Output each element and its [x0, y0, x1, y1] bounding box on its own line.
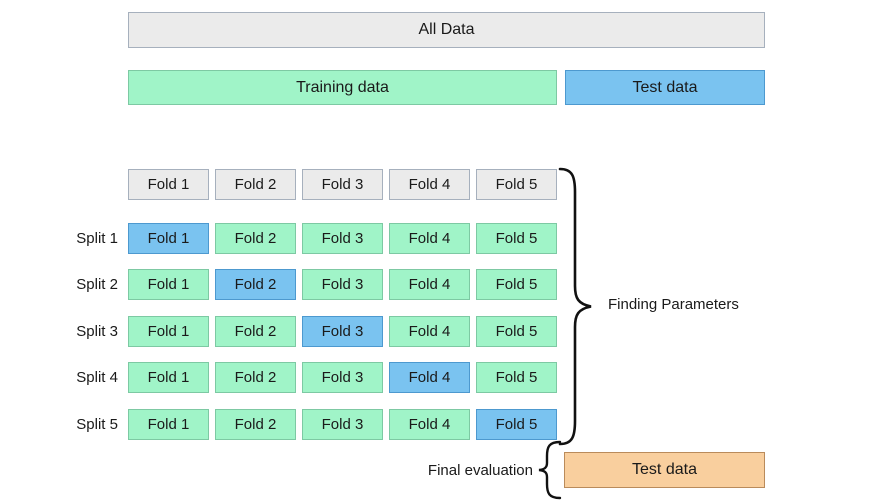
split1-fold1-test-cell: Fold 1 — [128, 223, 209, 254]
split-5-label: Split 5 — [76, 416, 118, 433]
fold-header-1: Fold 1 — [128, 169, 209, 200]
split3-fold2-train-cell: Fold 2 — [215, 316, 296, 347]
split3-fold4-train-cell: Fold 4 — [389, 316, 470, 347]
fold-cell-label: Fold 5 — [495, 323, 538, 340]
fold-cell-label: Fold 2 — [234, 369, 277, 386]
split5-fold4-train-cell: Fold 4 — [389, 409, 470, 440]
fold-cell-label: Fold 3 — [321, 276, 364, 293]
fold-cell-label: Fold 2 — [234, 276, 277, 293]
fold-cell-label: Fold 4 — [408, 230, 451, 247]
split4-fold3-train-cell: Fold 3 — [302, 362, 383, 393]
split4-fold5-train-cell: Fold 5 — [476, 362, 557, 393]
fold-cell-label: Fold 1 — [147, 369, 190, 386]
fold-cell-label: Fold 3 — [321, 230, 364, 247]
split-1-label: Split 1 — [76, 230, 118, 247]
split5-fold3-train-cell: Fold 3 — [302, 409, 383, 440]
fold-cell-label: Fold 1 — [147, 230, 190, 247]
fold-cell-label: Fold 1 — [147, 276, 190, 293]
split-2-label: Split 2 — [76, 276, 118, 293]
finding-parameters-label: Finding Parameters — [608, 296, 739, 313]
fold-header-label: Fold 2 — [234, 176, 277, 193]
split1-fold5-train-cell: Fold 5 — [476, 223, 557, 254]
split3-fold3-test-cell: Fold 3 — [302, 316, 383, 347]
training-data-bar: Training data — [128, 70, 557, 105]
split3-fold1-train-cell: Fold 1 — [128, 316, 209, 347]
fold-header-label: Fold 5 — [495, 176, 538, 193]
split5-fold5-test-cell: Fold 5 — [476, 409, 557, 440]
final-evaluation-label: Final evaluation — [427, 462, 533, 479]
fold-header-2: Fold 2 — [215, 169, 296, 200]
final-evaluation-brace — [538, 440, 562, 500]
fold-header-3: Fold 3 — [302, 169, 383, 200]
fold-cell-label: Fold 5 — [495, 276, 538, 293]
fold-cell-label: Fold 5 — [495, 416, 538, 433]
fold-cell-label: Fold 1 — [147, 323, 190, 340]
split2-fold4-train-cell: Fold 4 — [389, 269, 470, 300]
all-data-bar: All Data — [128, 12, 765, 48]
split2-fold2-test-cell: Fold 2 — [215, 269, 296, 300]
split1-fold4-train-cell: Fold 4 — [389, 223, 470, 254]
split4-fold4-test-cell: Fold 4 — [389, 362, 470, 393]
fold-header-label: Fold 1 — [147, 176, 190, 193]
split1-fold2-train-cell: Fold 2 — [215, 223, 296, 254]
split2-fold1-train-cell: Fold 1 — [128, 269, 209, 300]
training-data-label: Training data — [296, 78, 389, 96]
fold-cell-label: Fold 5 — [495, 230, 538, 247]
fold-header-4: Fold 4 — [389, 169, 470, 200]
split4-fold1-train-cell: Fold 1 — [128, 362, 209, 393]
fold-cell-label: Fold 4 — [408, 416, 451, 433]
fold-cell-label: Fold 2 — [234, 230, 277, 247]
fold-cell-label: Fold 3 — [321, 323, 364, 340]
fold-cell-label: Fold 4 — [408, 323, 451, 340]
fold-cell-label: Fold 4 — [408, 276, 451, 293]
test-data-bar: Test data — [565, 70, 765, 105]
split1-fold3-train-cell: Fold 3 — [302, 223, 383, 254]
fold-cell-label: Fold 3 — [321, 416, 364, 433]
split5-fold2-train-cell: Fold 2 — [215, 409, 296, 440]
fold-cell-label: Fold 2 — [234, 323, 277, 340]
fold-cell-label: Fold 3 — [321, 369, 364, 386]
split2-fold3-train-cell: Fold 3 — [302, 269, 383, 300]
split-3-label: Split 3 — [76, 323, 118, 340]
fold-cell-label: Fold 1 — [147, 416, 190, 433]
split5-fold1-train-cell: Fold 1 — [128, 409, 209, 440]
test-data-label: Test data — [632, 78, 698, 96]
split2-fold5-train-cell: Fold 5 — [476, 269, 557, 300]
fold-cell-label: Fold 2 — [234, 416, 277, 433]
split-4-label: Split 4 — [76, 369, 118, 386]
final-test-data-label: Test data — [632, 461, 697, 478]
final-test-data-box: Test data — [564, 452, 765, 488]
all-data-label: All Data — [418, 21, 475, 38]
fold-header-label: Fold 3 — [321, 176, 364, 193]
split3-fold5-train-cell: Fold 5 — [476, 316, 557, 347]
fold-header-5: Fold 5 — [476, 169, 557, 200]
finding-parameters-brace — [558, 167, 592, 446]
split4-fold2-train-cell: Fold 2 — [215, 362, 296, 393]
fold-header-label: Fold 4 — [408, 176, 451, 193]
fold-cell-label: Fold 5 — [495, 369, 538, 386]
fold-cell-label: Fold 4 — [408, 369, 451, 386]
